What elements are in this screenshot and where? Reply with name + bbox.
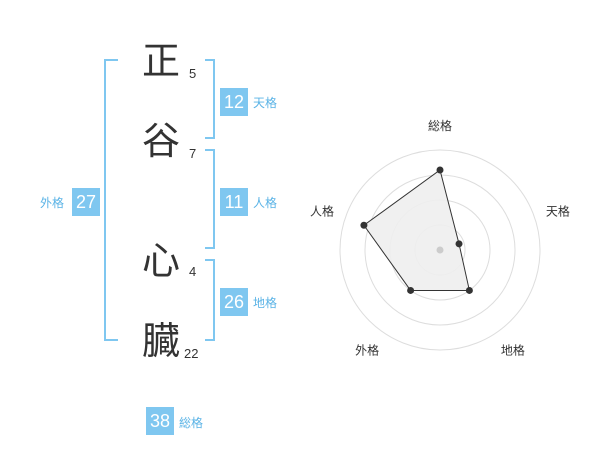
- radar-point-5: [360, 221, 368, 229]
- tenkaku-value: 12: [220, 88, 248, 116]
- soukaku-label: 総格: [179, 416, 204, 430]
- chikaku-label: 地格: [253, 296, 278, 310]
- radar-axis-label-4: 外格: [355, 342, 379, 357]
- jinkaku-value: 11: [220, 188, 248, 216]
- radar-axis-label-5: 人格: [310, 204, 334, 219]
- radar-point-4: [407, 286, 415, 294]
- chikaku-bracket: [205, 259, 215, 341]
- radar-axis-label-1: 総格: [428, 118, 452, 133]
- jinkaku-bracket: [205, 149, 215, 249]
- gaikaku-label: 外格: [40, 196, 65, 210]
- stroke-count-4: 22: [184, 346, 199, 361]
- radar-polygon: [363, 169, 471, 291]
- radar-axis-label-2: 天格: [546, 204, 570, 219]
- name-char-1: 正: [141, 39, 180, 83]
- tenkaku-label: 天格: [253, 96, 278, 110]
- jinkaku-label: 人格: [253, 196, 278, 210]
- radar-ring-4: [339, 149, 541, 351]
- radar-center-dot: [436, 246, 444, 254]
- tenkaku-bracket: [205, 59, 215, 139]
- stroke-count-3: 4: [189, 264, 197, 279]
- chikaku-value: 26: [220, 288, 248, 316]
- soukaku-value: 38: [146, 407, 174, 435]
- name-char-3: 心: [141, 239, 180, 283]
- stroke-count-2: 7: [189, 146, 197, 161]
- name-char-2: 谷: [141, 119, 180, 163]
- stroke-count-1: 5: [189, 66, 197, 81]
- radar-point-1: [436, 166, 444, 174]
- radar-axis-label-3: 地格: [501, 342, 525, 357]
- radar-point-2: [455, 240, 463, 248]
- name-char-4: 臓: [141, 319, 180, 363]
- gaikaku-value: 27: [72, 188, 100, 216]
- radar-point-3: [465, 286, 473, 294]
- gaikaku-bracket: [104, 59, 118, 341]
